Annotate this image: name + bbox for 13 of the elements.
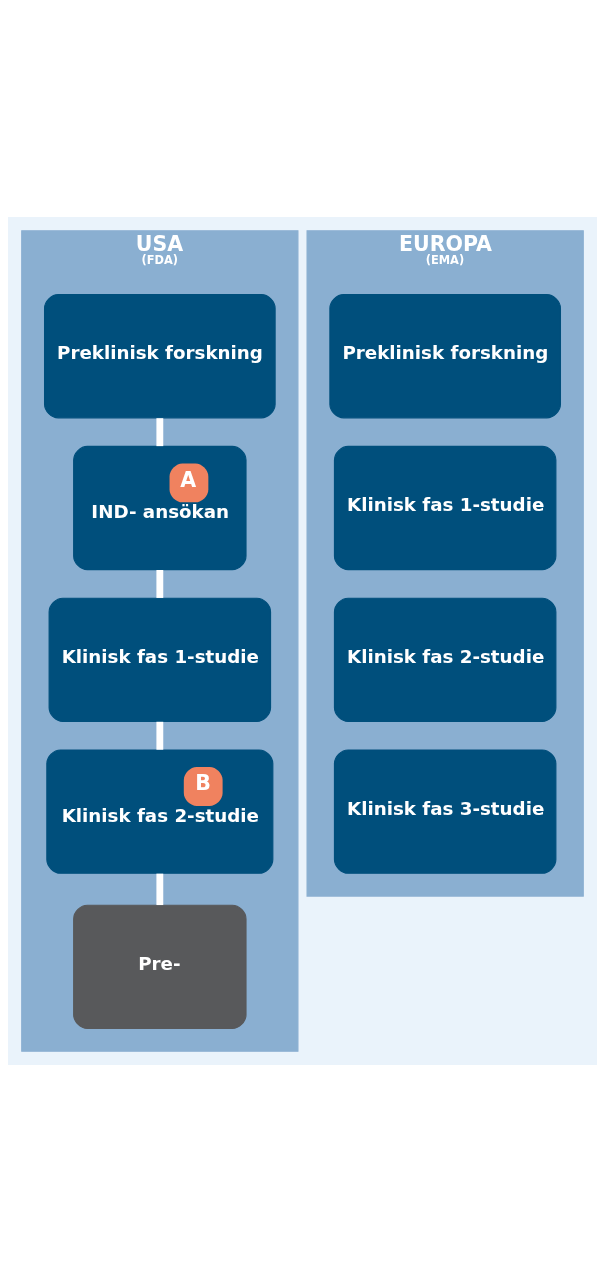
connector bbox=[156, 417, 164, 446]
node-box: Klinisk fas 2-studie bbox=[333, 597, 557, 722]
node-box: Klinisk fas 3-studie bbox=[333, 748, 557, 874]
node-box: Klinisk fas 1-studie bbox=[333, 445, 557, 570]
connector bbox=[156, 569, 164, 598]
node-box: Preklinisk forskning bbox=[329, 293, 561, 418]
node-box: Pre- bbox=[73, 904, 247, 1029]
connector bbox=[156, 873, 164, 905]
node-box: B Klinisk fas 2-studie bbox=[46, 748, 274, 874]
node-box: A IND- ansökan bbox=[73, 445, 247, 570]
connector bbox=[156, 721, 164, 750]
node-box: Klinisk fas 1-studie bbox=[48, 597, 272, 722]
node-box: Preklinisk forskning bbox=[44, 293, 276, 418]
